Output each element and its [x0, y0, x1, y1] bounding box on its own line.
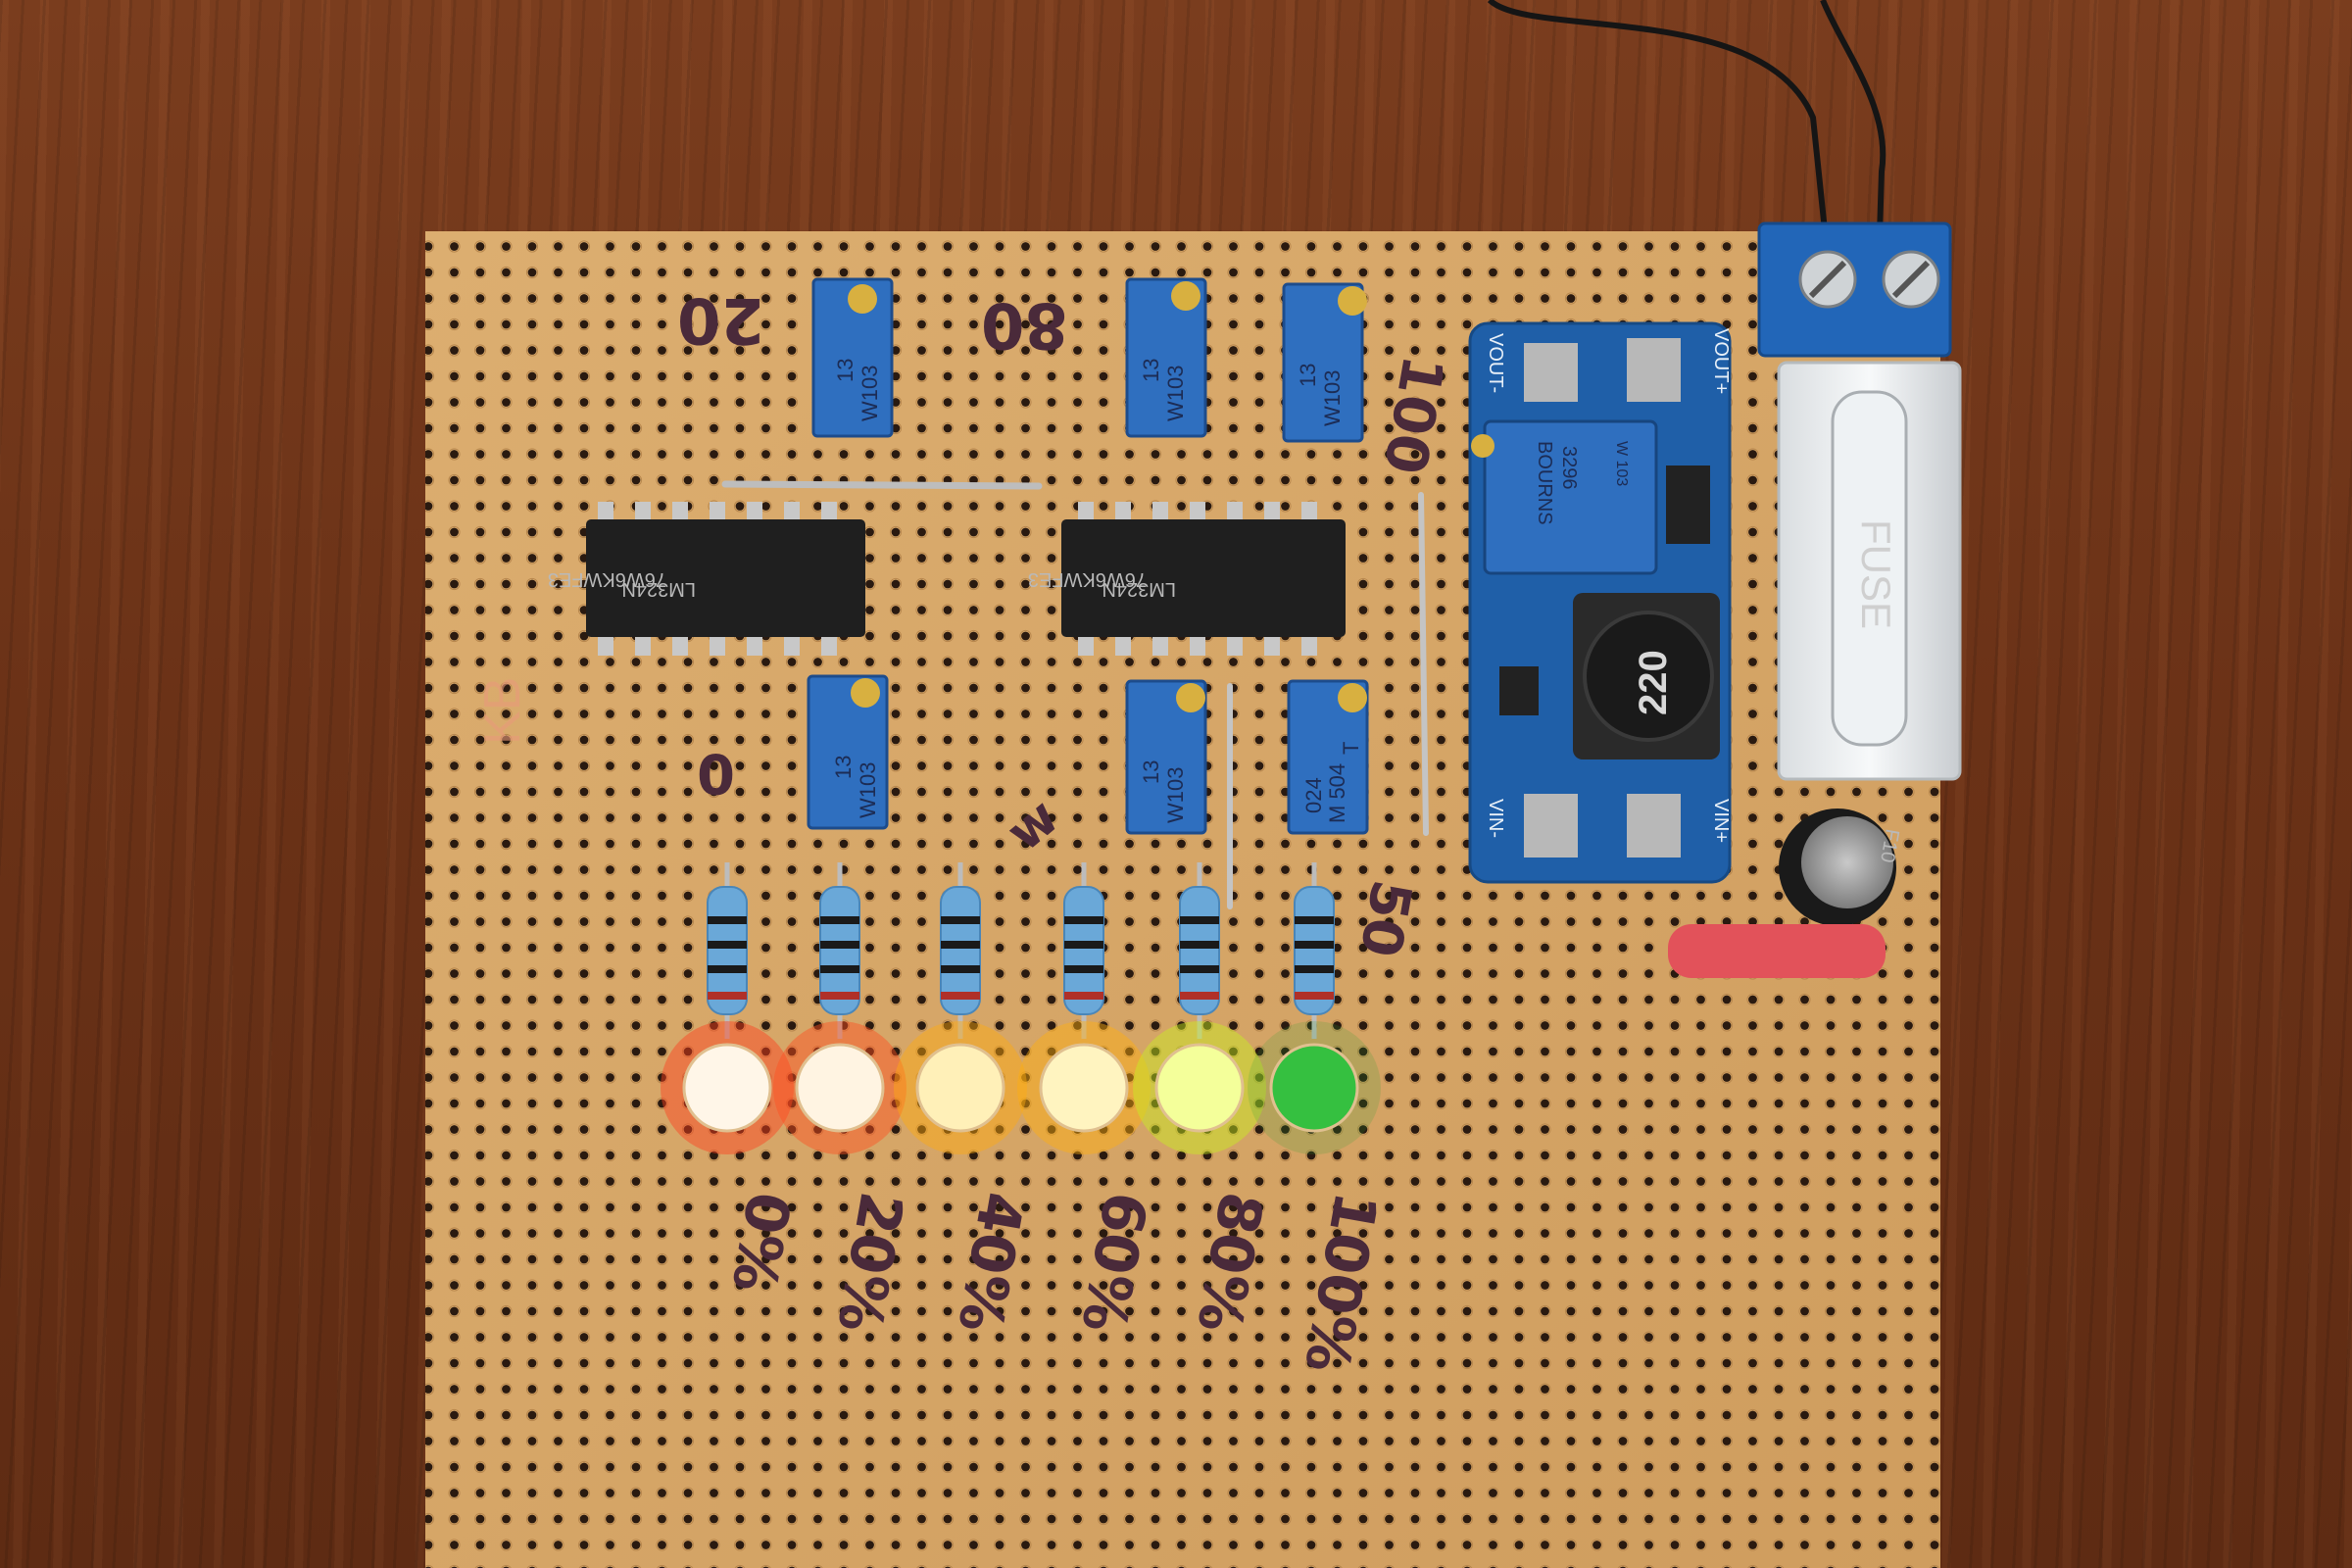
led-4: [1017, 1021, 1151, 1154]
svg-text:76W6KWFE3: 76W6KWFE3: [548, 568, 666, 590]
resistor-3: [940, 862, 981, 1039]
label-top-left: 20: [677, 283, 764, 356]
svg-text:13: 13: [1139, 760, 1163, 784]
resistor-4: [1063, 862, 1104, 1039]
resistors: [707, 862, 1335, 1039]
jumper-wires: [721, 480, 1429, 909]
led-3: [894, 1021, 1027, 1154]
screw-terminal[interactable]: [1757, 221, 1952, 358]
input-wires: [1487, 0, 1886, 236]
svg-text:M 504: M 504: [1325, 763, 1349, 823]
fuse-holder[interactable]: FUSE: [1777, 361, 1962, 781]
svg-text:T: T: [1339, 742, 1363, 755]
led-label-1: 0%: [718, 1187, 804, 1297]
vout-minus-label: VOUT-: [1485, 333, 1506, 393]
svg-text:13: 13: [831, 756, 856, 779]
label-top-mid: 80: [981, 288, 1068, 361]
svg-text:W103: W103: [1163, 767, 1188, 823]
svg-text:W103: W103: [1320, 370, 1345, 426]
vout-plus-label: VOUT+: [1710, 328, 1732, 394]
svg-text:13: 13: [1296, 364, 1320, 387]
led-6: [1248, 1021, 1381, 1154]
svg-text:W103: W103: [856, 762, 880, 818]
trimpot-6[interactable]: 024 M 504 T: [1287, 679, 1369, 835]
ic-chip-1[interactable]: 76W6KWFE3 LM324N: [548, 502, 865, 656]
svg-text:13: 13: [1139, 359, 1163, 382]
vin-minus-label: VIN-: [1485, 799, 1506, 838]
resistor-6: [1294, 862, 1335, 1039]
module-pot-brand: BOURNS: [1534, 441, 1555, 525]
module-pot-value: W 103: [1613, 441, 1630, 486]
label-side-faint: KB: [474, 677, 531, 745]
inductor-label: 220: [1632, 650, 1675, 715]
trimpot-1[interactable]: 13 W103: [811, 277, 894, 438]
boost-converter-module[interactable]: VOUT- VOUT+ BOURNS 3296 W 103 220 VIN- V…: [1468, 321, 1732, 884]
led-5: [1133, 1021, 1266, 1154]
trimpot-3[interactable]: 13 W103: [1282, 282, 1367, 443]
module-pot-code: 3296: [1558, 446, 1580, 490]
svg-text:024: 024: [1301, 777, 1326, 813]
electrolytic-capacitor: F10: [1779, 808, 1903, 926]
trimpot-4[interactable]: 13 W103: [807, 674, 889, 830]
ic-chip-2[interactable]: 76W6KWFE3 LM324N: [1028, 502, 1346, 656]
led-2: [773, 1021, 906, 1154]
ic-chips: 76W6KWFE3 LM324N 76W6KWFE3 LM324N: [548, 502, 1346, 656]
label-mid-right: 50: [1348, 875, 1424, 961]
trimpot-5[interactable]: 13 W103: [1125, 679, 1207, 835]
led-1: [661, 1021, 794, 1154]
svg-text:76W6KWFE3: 76W6KWFE3: [1028, 568, 1147, 590]
label-mid-left: 0: [697, 741, 735, 805]
resistor-5: [1179, 862, 1220, 1039]
svg-text:LM324N: LM324N: [1102, 578, 1176, 600]
red-capacitor: [1668, 924, 1886, 978]
resistor-2: [819, 862, 860, 1039]
svg-text:W103: W103: [858, 366, 882, 421]
fuse-label: FUSE: [1853, 519, 1899, 629]
led-bar: [661, 1021, 1381, 1154]
resistor-1: [707, 862, 748, 1039]
svg-text:W103: W103: [1163, 366, 1188, 421]
svg-text:LM324N: LM324N: [621, 578, 696, 600]
trimpots: 13 W103 13 W103 13 W103 13 W103 13 W103: [807, 277, 1369, 835]
vin-plus-label: VIN+: [1710, 799, 1732, 843]
led-labels: 0%20%40%60%80%100%: [718, 1187, 1391, 1378]
trimpot-2[interactable]: 13 W103: [1125, 277, 1207, 438]
svg-text:13: 13: [833, 359, 858, 382]
